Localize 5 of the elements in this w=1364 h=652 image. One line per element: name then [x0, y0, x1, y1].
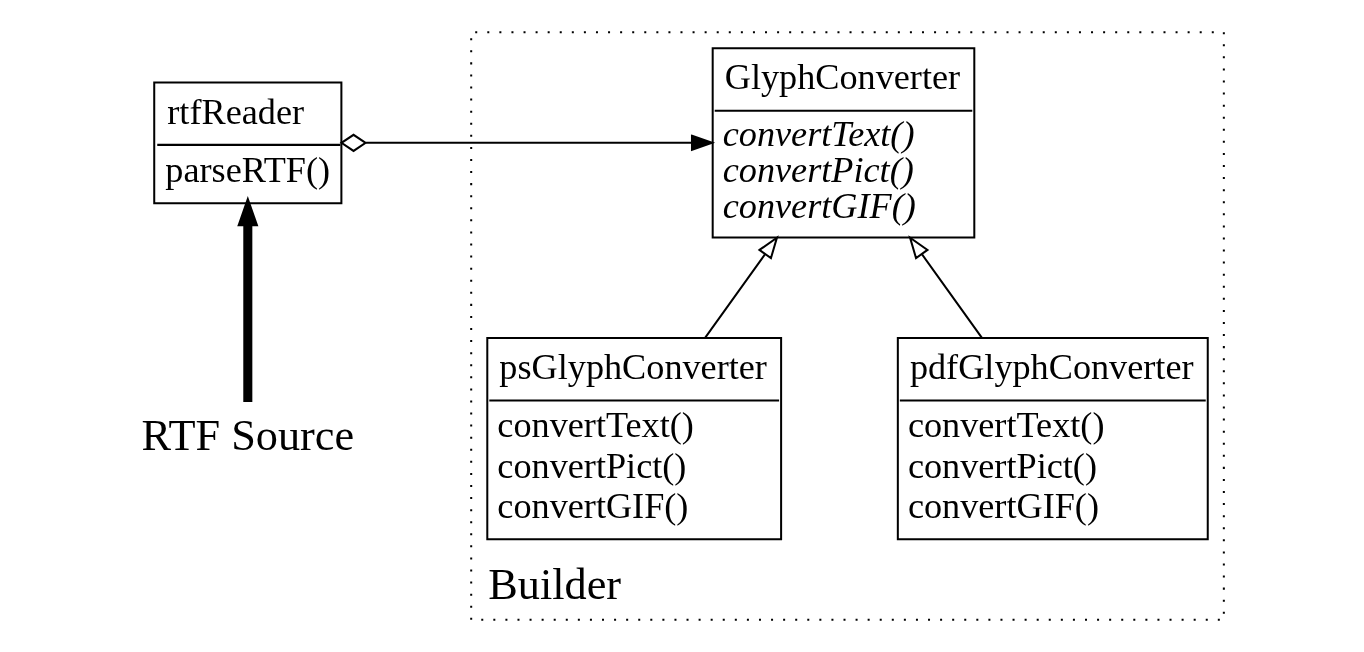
arrow [907, 235, 983, 339]
arrow [236, 196, 258, 403]
arrow [703, 235, 779, 339]
node-text: RTF Source [141, 410, 354, 460]
arrow [339, 133, 715, 153]
